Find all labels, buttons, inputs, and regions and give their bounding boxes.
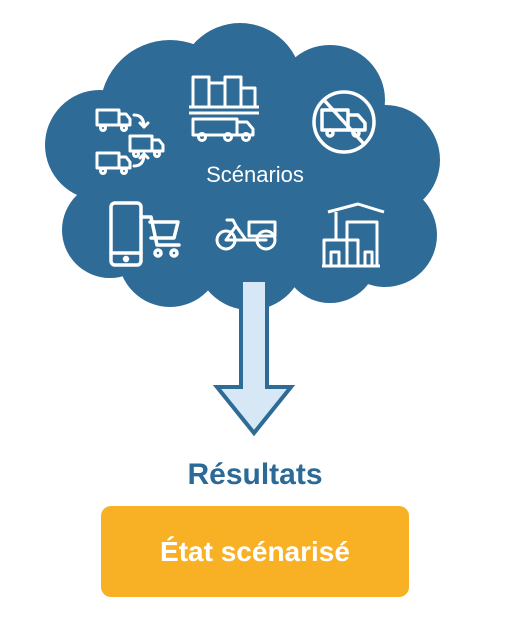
scenario-state-label: État scénarisé [160, 535, 350, 567]
no-truck-icon [312, 90, 376, 154]
results-title: Résultats [187, 458, 323, 491]
cargo-bike-icon [215, 218, 277, 251]
scenario-state-box: État scénarisé [101, 506, 409, 597]
down-arrow [212, 278, 296, 437]
warehouse-truck-icon [189, 75, 259, 142]
logistics-depot-icon [322, 202, 385, 268]
truck-consolidation-icon [95, 108, 165, 175]
mobile-shopping-cart-icon [109, 201, 181, 267]
scenarios-label: Scénarios [206, 162, 304, 187]
